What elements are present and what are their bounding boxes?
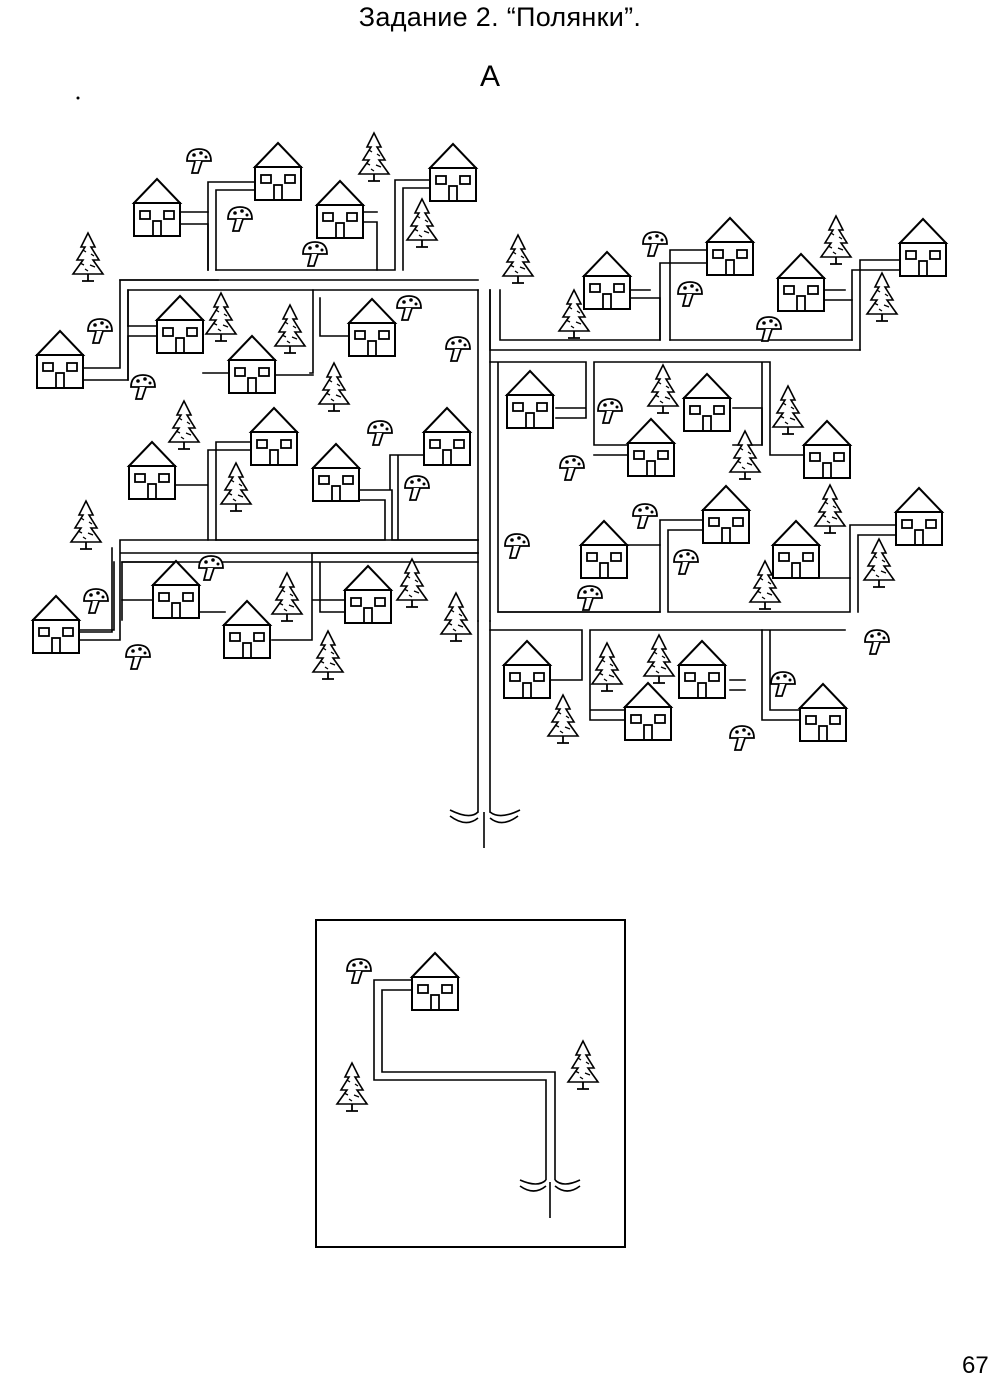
house-icon xyxy=(128,441,176,500)
fir-tree-icon xyxy=(336,1062,368,1112)
house-icon xyxy=(133,178,181,237)
fir-tree-icon xyxy=(318,362,350,412)
mushroom-icon xyxy=(559,455,585,481)
house-icon xyxy=(223,600,271,659)
fir-tree-icon xyxy=(70,500,102,550)
mushroom-icon xyxy=(346,958,372,984)
house-icon xyxy=(899,218,947,277)
fir-tree-icon xyxy=(729,430,761,480)
mushroom-icon xyxy=(367,420,393,446)
mushroom-icon xyxy=(677,281,703,307)
house-icon xyxy=(254,142,302,201)
fir-tree-icon xyxy=(547,694,579,744)
fir-tree-icon xyxy=(591,642,623,692)
house-icon xyxy=(772,520,820,579)
house-icon xyxy=(624,682,672,741)
house-icon xyxy=(678,640,726,699)
fir-tree-icon xyxy=(274,304,306,354)
house-icon xyxy=(580,520,628,579)
mushroom-icon xyxy=(673,549,699,575)
mushroom-icon xyxy=(597,398,623,424)
variant-label: A xyxy=(480,60,501,93)
house-icon xyxy=(627,418,675,477)
mushroom-icon xyxy=(302,241,328,267)
fir-tree-icon xyxy=(396,558,428,608)
house-icon xyxy=(36,330,84,389)
mushroom-icon xyxy=(83,588,109,614)
house-icon xyxy=(799,683,847,742)
fir-tree-icon xyxy=(72,232,104,282)
house-icon xyxy=(348,298,396,357)
fir-tree-icon xyxy=(567,1040,599,1090)
page-title: Задание 2. “Полянки”. xyxy=(358,2,642,32)
mushroom-icon xyxy=(770,671,796,697)
fir-tree-icon xyxy=(814,484,846,534)
house-icon xyxy=(803,420,851,479)
road-network xyxy=(79,179,901,813)
mushrooms xyxy=(83,148,890,751)
mushroom-icon xyxy=(404,475,430,501)
mushroom-icon xyxy=(198,555,224,581)
house-icon xyxy=(683,373,731,432)
fir-tree-icon xyxy=(772,385,804,435)
house-icon xyxy=(32,595,80,654)
mushroom-icon xyxy=(227,206,253,232)
fir-tree-icon xyxy=(863,538,895,588)
fir-tree-icon xyxy=(440,592,472,642)
mushroom-icon xyxy=(186,148,212,174)
house-icon xyxy=(895,487,943,546)
fir-tree-icon xyxy=(168,400,200,450)
house-icon xyxy=(316,180,364,239)
house-icon xyxy=(156,295,204,354)
fir-tree-icon xyxy=(866,272,898,322)
sample-panel xyxy=(315,919,626,1248)
mushroom-icon xyxy=(396,295,422,321)
page-number: 67 xyxy=(962,1352,989,1379)
fir-tree-icon xyxy=(271,572,303,622)
fir-tree-icon xyxy=(643,634,675,684)
mushroom-icon xyxy=(632,503,658,529)
fir-tree-icon xyxy=(647,364,679,414)
house-icon xyxy=(411,952,459,1011)
house-icon xyxy=(152,560,200,619)
fir-tree-icon xyxy=(820,215,852,265)
house-icon xyxy=(250,407,298,466)
mushroom-icon xyxy=(642,231,668,257)
mushroom-icon xyxy=(130,374,156,400)
fir-tree-icon xyxy=(220,462,252,512)
fir-tree-icon xyxy=(312,630,344,680)
mushroom-icon xyxy=(125,644,151,670)
mushroom-icon xyxy=(729,725,755,751)
mushroom-icon xyxy=(87,318,113,344)
house-icon xyxy=(312,443,360,502)
mushroom-icon xyxy=(504,533,530,559)
mushroom-icon xyxy=(756,316,782,342)
fir-tree-icon xyxy=(502,234,534,284)
house-icon xyxy=(503,640,551,699)
house-icon xyxy=(702,485,750,544)
house-icon xyxy=(228,335,276,394)
house-icon xyxy=(583,251,631,310)
house-icon xyxy=(423,407,471,466)
house-icon xyxy=(706,217,754,276)
house-icon xyxy=(777,253,825,312)
road-fork-icon xyxy=(449,809,521,848)
house-icon xyxy=(506,370,554,429)
fir-tree-icon xyxy=(358,132,390,182)
fir-tree-icon xyxy=(205,292,237,342)
house-icon xyxy=(429,143,477,202)
mushroom-icon xyxy=(445,336,471,362)
mushroom-icon xyxy=(864,629,890,655)
house-icon xyxy=(344,565,392,624)
fir-tree-icon xyxy=(406,198,438,248)
mushroom-icon xyxy=(577,585,603,611)
